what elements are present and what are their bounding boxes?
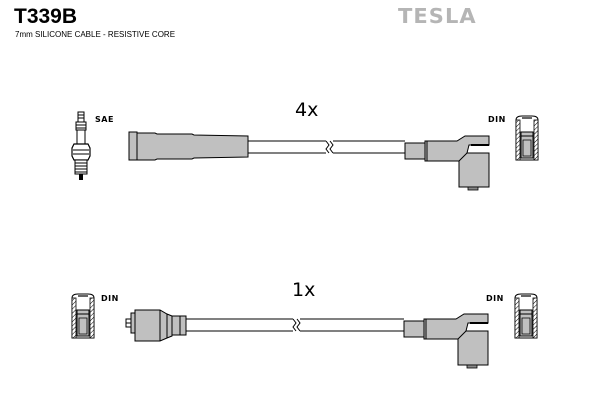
spark-plug-icon (71, 111, 91, 180)
quantity-label-cable-2: 1x (292, 279, 316, 301)
straight-boot-top-left (128, 131, 249, 161)
quantity-label-cable-1: 4x (295, 99, 319, 121)
angled-boot-top-right (404, 135, 490, 191)
cable-description: 7mm SILICONE CABLE - RESISTIVE CORE (15, 30, 176, 39)
connector-label-sae: SAE (95, 115, 114, 124)
angled-boot-bottom-right (403, 313, 489, 369)
cable-top (248, 140, 405, 154)
din-terminal-icon (515, 115, 539, 161)
distributor-boot-bottom-left (125, 309, 187, 342)
connector-label-din-top-right: DIN (488, 115, 506, 124)
part-number-title: T339B (14, 5, 78, 28)
cable-bottom (186, 318, 404, 332)
din-terminal-icon (514, 293, 538, 339)
brand-logo: TESLA (398, 4, 477, 28)
connector-label-din-bottom-right: DIN (486, 294, 504, 303)
din-terminal-icon (71, 293, 95, 339)
connector-label-din-bottom-left: DIN (101, 294, 119, 303)
